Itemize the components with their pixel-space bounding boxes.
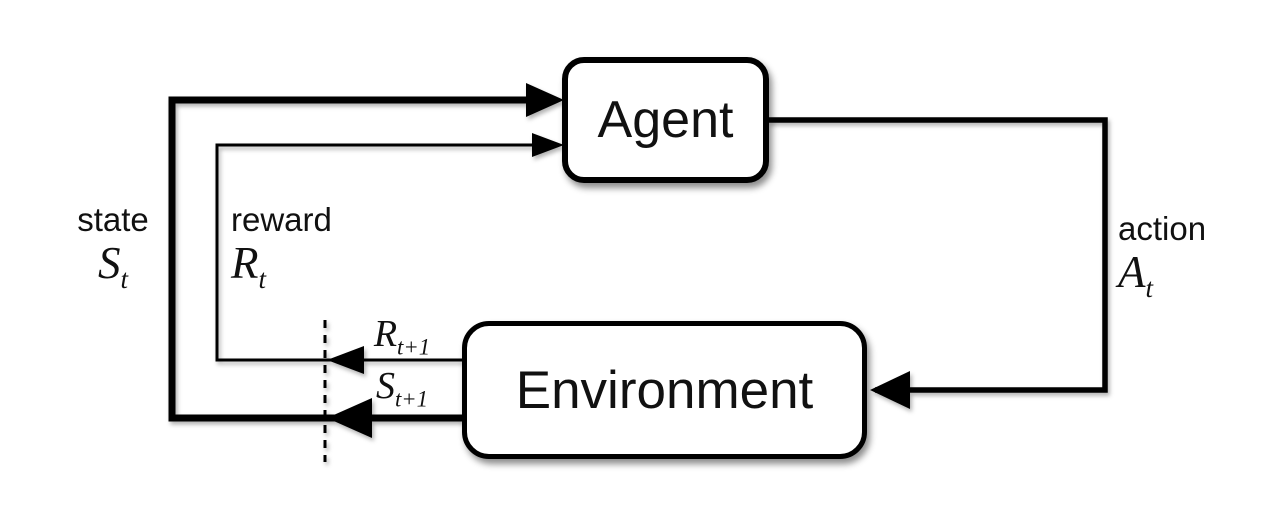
next-reward-symbol-base: R: [373, 313, 398, 355]
state-into-agent-arrowhead: [526, 83, 564, 117]
next-state-arrowhead: [327, 398, 372, 438]
action-word: action: [1118, 210, 1207, 247]
state-symbol: St: [62, 237, 164, 292]
next-state-symbol-subscript: t+1: [394, 386, 429, 412]
reward-word: reward: [231, 201, 332, 238]
state-word: state: [77, 201, 149, 238]
next-reward-label: Rt+1: [352, 312, 452, 358]
environment-box-label: Environment: [515, 360, 814, 420]
agent-box-label: Agent: [597, 91, 734, 149]
state-symbol-base: S: [97, 237, 121, 288]
action-symbol-base: A: [1118, 246, 1146, 297]
state-label: state St: [62, 201, 164, 292]
reward-into-agent-arrowhead: [532, 133, 564, 157]
action-symbol-subscript: t: [1145, 272, 1154, 303]
next-reward-symbol-subscript: t+1: [397, 334, 431, 360]
state-symbol-subscript: t: [120, 263, 128, 294]
agent-box: Agent: [562, 57, 769, 183]
reward-symbol-base: R: [231, 237, 259, 288]
next-reward-arrowhead: [327, 346, 364, 374]
state-line: [168, 96, 530, 422]
reward-label: reward Rt: [231, 201, 381, 292]
environment-box: Environment: [462, 321, 867, 459]
action-into-environment-arrowhead: [870, 371, 910, 409]
next-state-label: St+1: [352, 364, 452, 410]
next-state-symbol-base: S: [375, 365, 395, 407]
action-line: [768, 117, 1108, 393]
action-label: action At: [1118, 210, 1268, 301]
reward-symbol-subscript: t: [258, 263, 267, 294]
reward-symbol: Rt: [231, 237, 381, 292]
action-symbol: At: [1118, 246, 1268, 301]
